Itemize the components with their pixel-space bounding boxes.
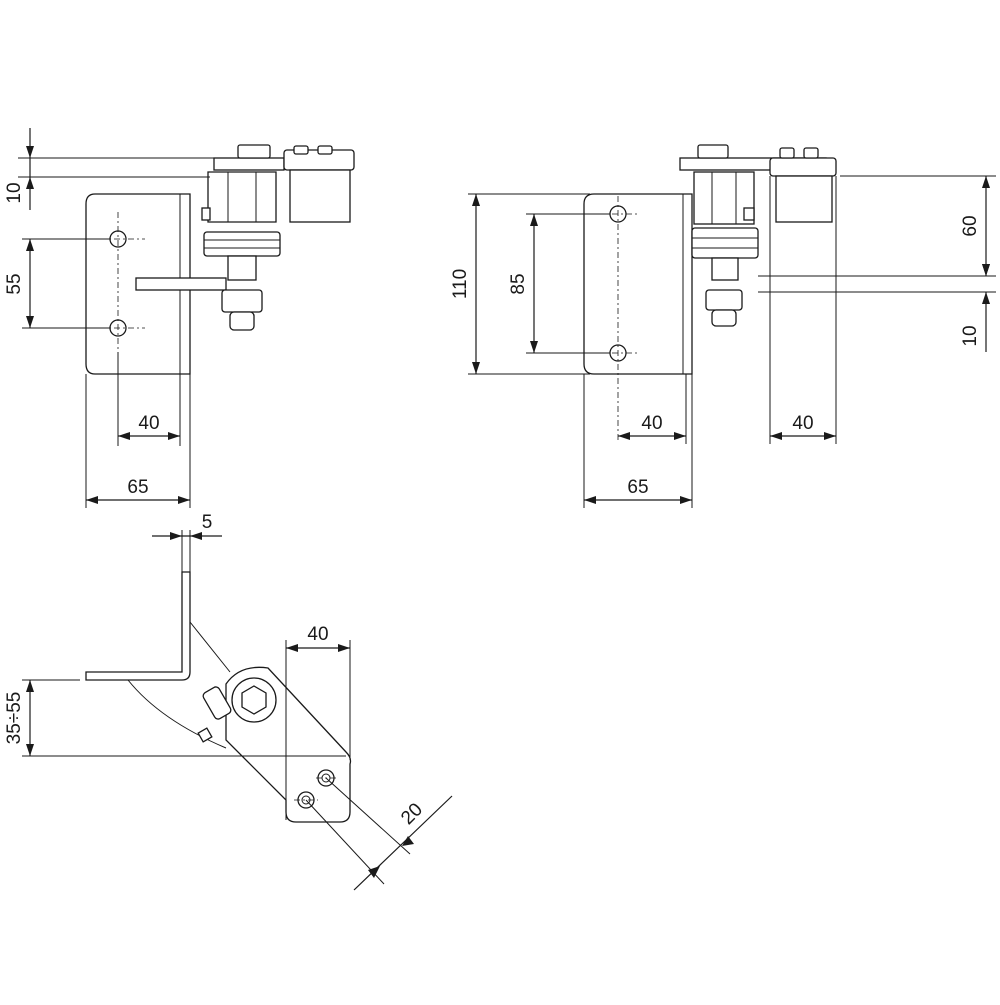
clamp-screw-2 [317, 145, 333, 155]
dim-label-85: 85 [508, 273, 529, 294]
grease-nipple [743, 207, 755, 221]
arrow [770, 432, 782, 440]
front-view-right: 110 85 40 65 60 10 [450, 144, 996, 508]
lower-nut-cap [229, 311, 255, 331]
arrow [26, 177, 34, 189]
ext-line-20-a [325, 777, 411, 855]
bearing-collar [691, 227, 759, 259]
lower-nut [705, 289, 743, 311]
dim-label-35-55: 35÷55 [4, 692, 25, 745]
clamp-screw-2 [803, 147, 819, 159]
lower-nut-cap [711, 309, 737, 327]
dim-label-5: 5 [202, 512, 213, 533]
support-arm [135, 277, 227, 291]
arrow [402, 836, 414, 846]
arrow [26, 239, 34, 251]
front-view-left: 10 55 40 65 [4, 128, 355, 508]
arrow [472, 194, 480, 206]
arrow [530, 341, 538, 353]
clamp-block-top [769, 157, 837, 177]
arrow [168, 432, 180, 440]
dim-label-65: 65 [127, 477, 148, 498]
clamp-block [775, 175, 833, 223]
dim-label-10: 10 [960, 325, 981, 346]
arrow [26, 744, 34, 756]
dim-label-40-left: 40 [641, 413, 662, 434]
top-nut [237, 144, 271, 159]
arrow [86, 496, 98, 504]
arrow [982, 176, 990, 188]
bearing-collar [203, 231, 281, 257]
arrow [118, 432, 130, 440]
arrow [584, 496, 596, 504]
arrow [178, 496, 190, 504]
arrow [824, 432, 836, 440]
top-plate [213, 157, 285, 171]
dim-label-40-right: 40 [792, 413, 813, 434]
swing-arm-outline [127, 621, 231, 749]
arrow [26, 680, 34, 692]
arrow [338, 644, 350, 652]
pivot-hex-nut [241, 685, 267, 715]
threaded-stud [711, 257, 739, 281]
clamp-block [289, 169, 351, 223]
dim-label-40: 40 [138, 413, 159, 434]
clamp-screw-1 [779, 147, 795, 159]
arrow [674, 432, 686, 440]
pivot-collar [202, 686, 232, 720]
dim-label-65: 65 [627, 477, 648, 498]
arrow [680, 496, 692, 504]
dim-label-10: 10 [4, 182, 25, 203]
dim-label-60: 60 [960, 215, 981, 236]
arrow [190, 532, 202, 540]
grease-nipple [201, 207, 211, 221]
dim-line-20 [353, 795, 453, 891]
arrow [286, 644, 298, 652]
arrow [530, 214, 538, 226]
lower-nut [221, 289, 263, 313]
clamp-screw-1 [293, 145, 309, 155]
threaded-stud [227, 255, 257, 281]
dim-label-55: 55 [4, 273, 25, 294]
arrow [982, 264, 990, 276]
arrow [472, 362, 480, 374]
top-nut [697, 144, 729, 159]
arrow [26, 316, 34, 328]
arrow [982, 292, 990, 304]
top-view: 5 40 35÷55 20 [4, 512, 453, 891]
arrow [170, 532, 182, 540]
bracket-plate [583, 193, 693, 375]
grease-nipple [197, 727, 213, 743]
angle-bracket [85, 571, 191, 681]
arrow [26, 146, 34, 158]
arrow [618, 432, 630, 440]
arrow [368, 866, 380, 878]
dim-label-110: 110 [450, 269, 471, 299]
dim-label-40: 40 [307, 624, 328, 645]
hex-nut [207, 171, 277, 223]
